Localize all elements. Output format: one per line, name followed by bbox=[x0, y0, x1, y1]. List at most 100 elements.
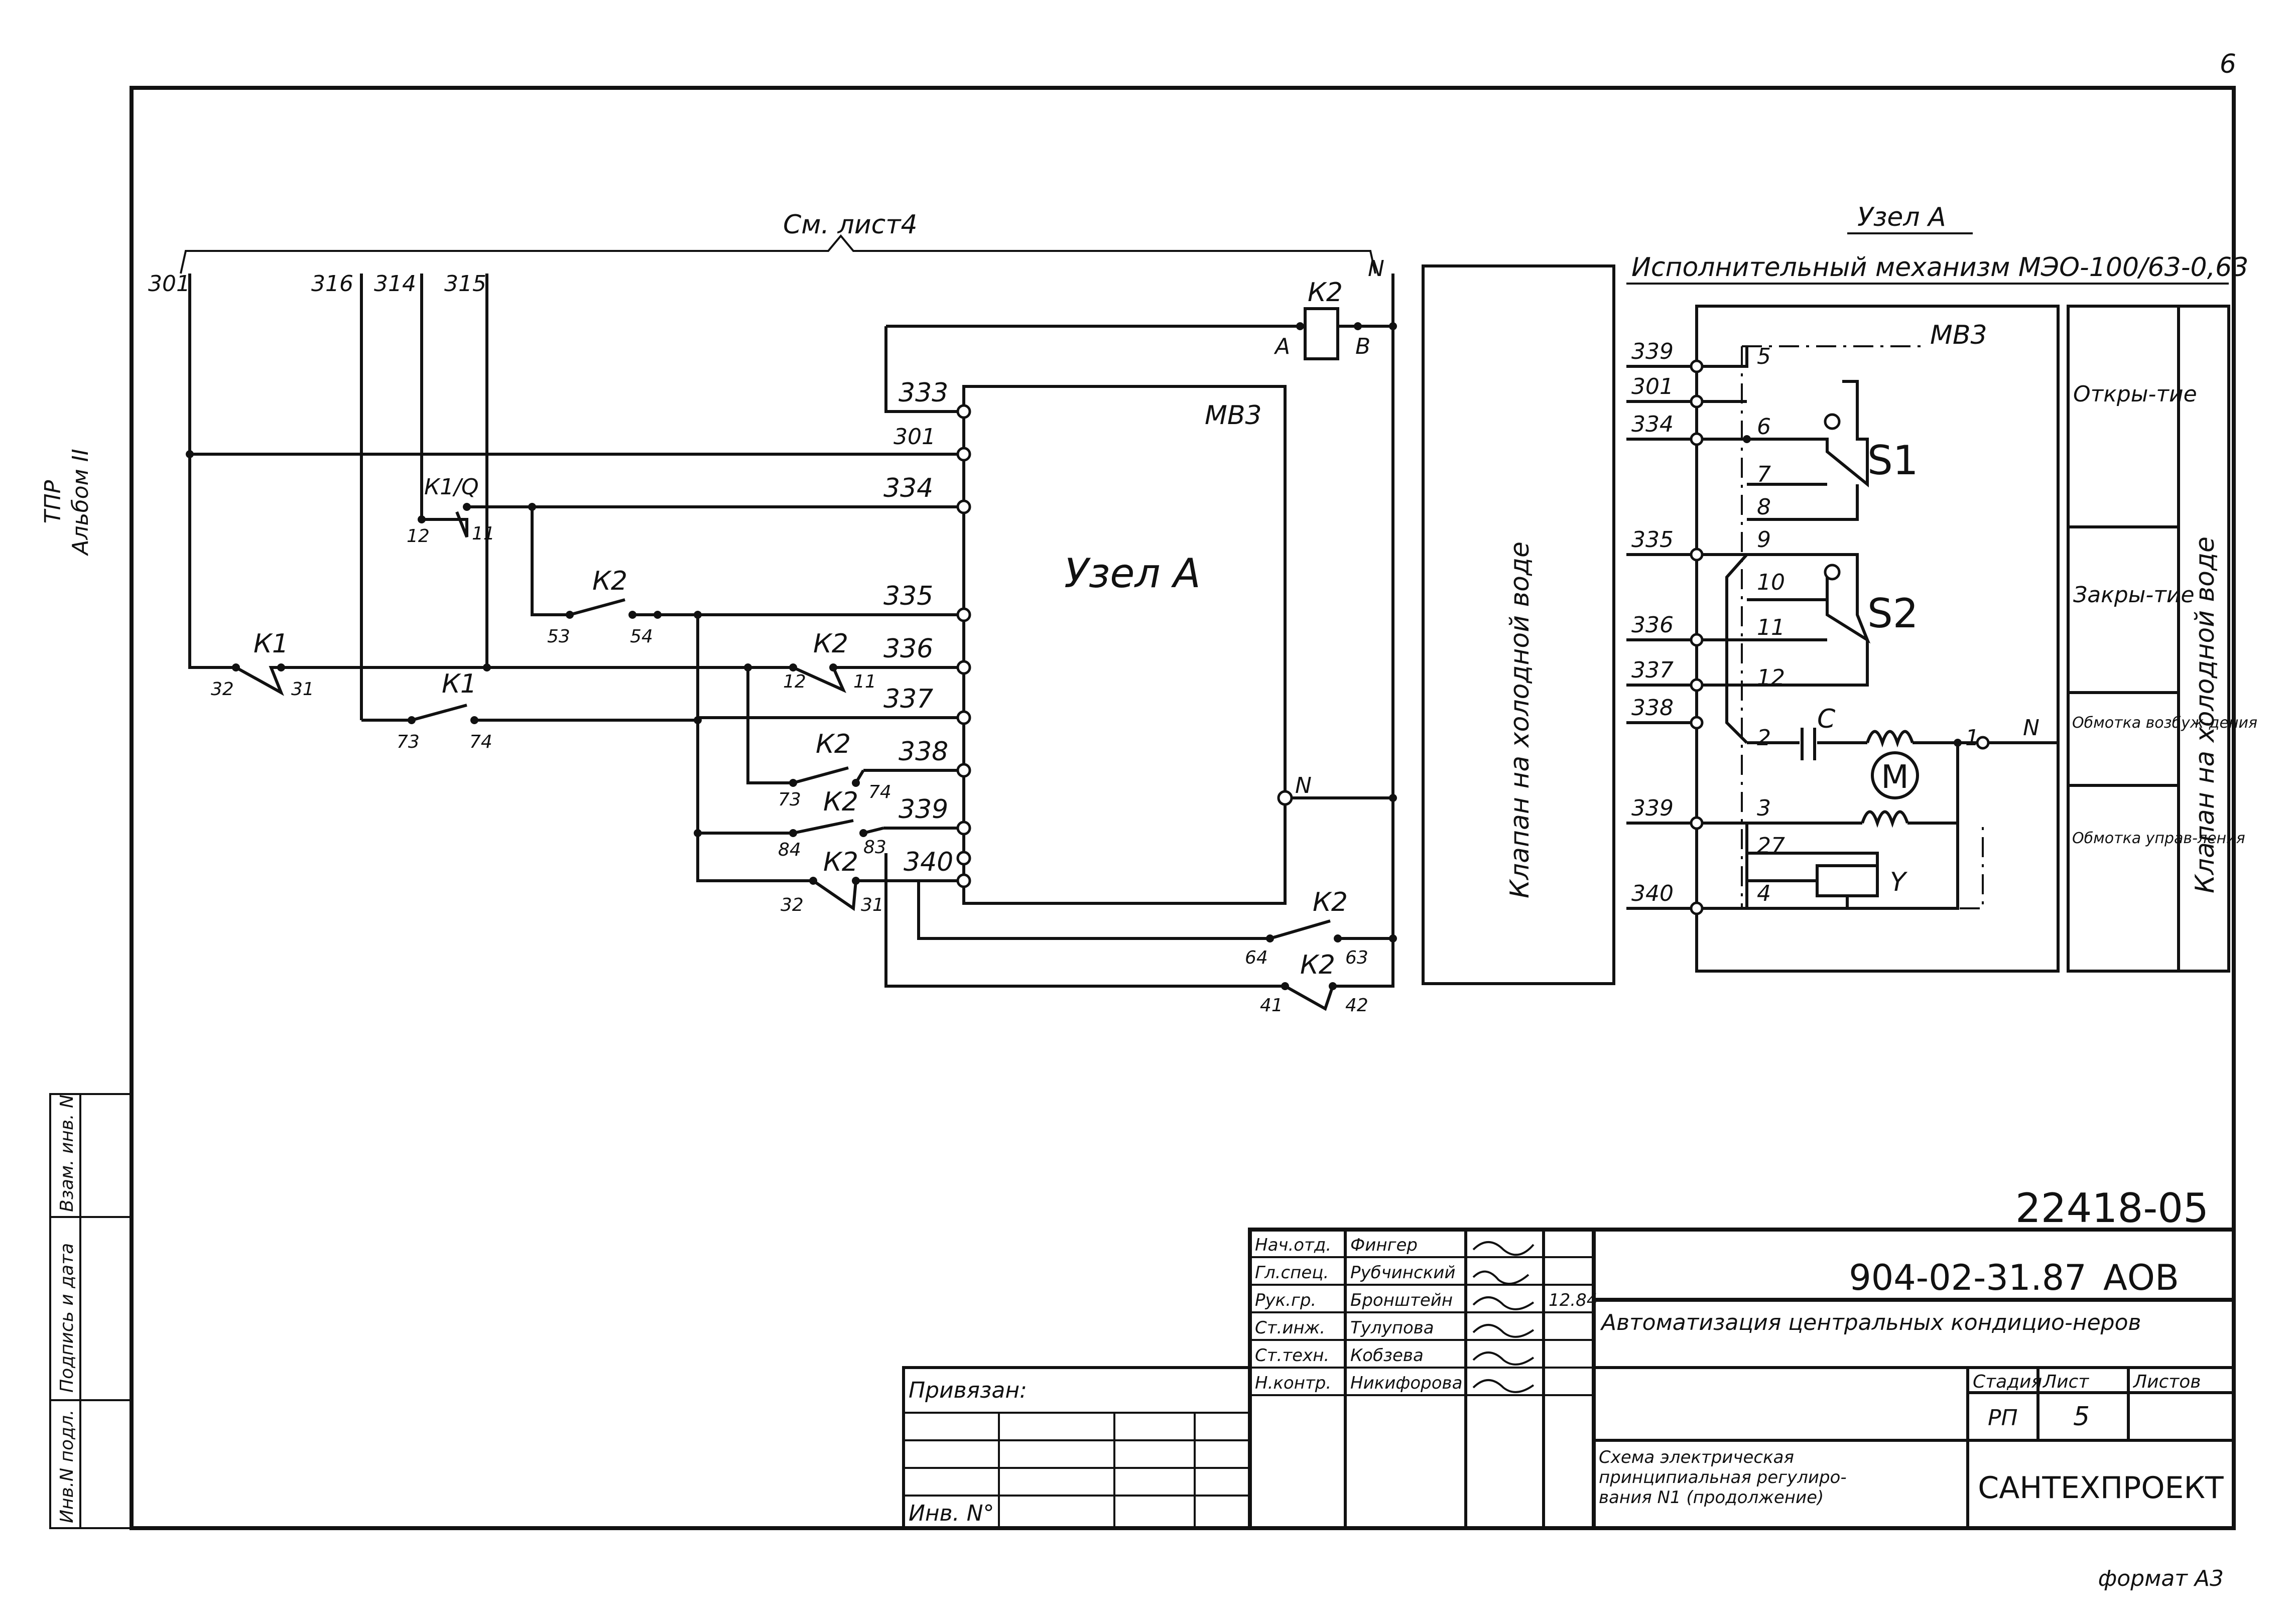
wire-301: 301 bbox=[894, 424, 936, 450]
svg-text:339: 339 bbox=[1631, 339, 1674, 364]
block-mv3-code: МВ3 bbox=[1205, 400, 1262, 431]
title-project: Автоматизация центральных кондицио-неров bbox=[1600, 1310, 2141, 1335]
svg-text:335: 335 bbox=[1631, 527, 1674, 553]
svg-text:63: 63 bbox=[1345, 948, 1368, 968]
block-mv3-title: Узел А bbox=[1064, 550, 1201, 597]
svg-text:41: 41 bbox=[1260, 995, 1283, 1016]
svg-text:32: 32 bbox=[211, 679, 234, 700]
switch-s1-label: S1 bbox=[1867, 437, 1919, 484]
node-a-neutral: N bbox=[2023, 715, 2040, 741]
wire-340: 340 bbox=[904, 847, 953, 877]
sheets-header: Листов bbox=[2132, 1372, 2201, 1392]
svg-text:54: 54 bbox=[630, 626, 653, 647]
motor-symbol bbox=[1871, 751, 1919, 799]
contact-k2-12-11: К2 12 11 bbox=[744, 629, 876, 693]
coil-y bbox=[1816, 864, 1879, 897]
svg-text:1: 1 bbox=[1965, 725, 1979, 751]
relay-k2-pin-a: А bbox=[1273, 334, 1290, 359]
node-a-title: Узел А bbox=[1857, 202, 1946, 232]
svg-text:42: 42 bbox=[1345, 995, 1368, 1016]
contact-k1q-label: К1/Q bbox=[424, 474, 479, 500]
node-a-code: МВ3 bbox=[1930, 320, 1987, 350]
wire-335: 335 bbox=[883, 581, 933, 611]
svg-text:К2: К2 bbox=[823, 787, 858, 817]
svg-text:337: 337 bbox=[1631, 657, 1674, 683]
svg-text:12: 12 bbox=[1757, 665, 1785, 691]
function-table: Откры-тие Закры-тие Обмотка возбуж-дения… bbox=[2067, 305, 2257, 973]
relay-k2-coil bbox=[1304, 307, 1339, 360]
wire-334: 334 bbox=[883, 473, 933, 503]
motor-winding bbox=[1866, 730, 1914, 748]
relay-k2-label: К2 bbox=[1308, 278, 1343, 308]
wire-label-301: 301 bbox=[148, 271, 190, 297]
page-number: 6 bbox=[2220, 49, 2236, 79]
drawing-title-1: Схема электрическая bbox=[1599, 1447, 1794, 1467]
approval-date: 12.84 bbox=[1549, 1290, 1597, 1310]
wire-label-315: 315 bbox=[444, 271, 486, 297]
svg-text:К1: К1 bbox=[442, 669, 477, 699]
wire-label-314: 314 bbox=[374, 271, 416, 297]
svg-text:Кобзева: Кобзева bbox=[1350, 1345, 1424, 1366]
svg-text:336: 336 bbox=[1631, 612, 1674, 638]
svg-text:К2: К2 bbox=[823, 847, 858, 877]
switch-s2-label: S2 bbox=[1867, 590, 1919, 637]
svg-text:12: 12 bbox=[407, 526, 430, 547]
contact-k2-32-31: К2 32 31 bbox=[696, 833, 884, 915]
wire-336: 336 bbox=[883, 634, 933, 664]
coil-y-label: Y bbox=[1890, 867, 1908, 897]
strip-signature: Подпись и дата bbox=[57, 1243, 77, 1393]
svg-text:12: 12 bbox=[783, 671, 806, 692]
node-a-internal: 5 6 7 8 9 10 11 12 2 3 27 4 1 S1 S2 bbox=[1702, 344, 2058, 910]
title-code: 904-02-31.87 bbox=[1849, 1257, 2087, 1298]
contact-k2-73-74: К2 73 74 bbox=[746, 667, 891, 810]
svg-text:9: 9 bbox=[1757, 527, 1771, 553]
function-close: Закры-тие bbox=[2073, 582, 2195, 608]
title-block: 22418-05 904-02-31.87 АОВ Автоматизация … bbox=[902, 1185, 2236, 1530]
wire-label-316: 316 bbox=[311, 271, 353, 297]
staff-rows: Нач.отд. Фингер Гл.спец. Рубчинский Рук.… bbox=[1250, 1235, 1597, 1396]
wire-339: 339 bbox=[899, 794, 948, 825]
inv-label: Инв. N° bbox=[909, 1501, 994, 1526]
sheet-value: 5 bbox=[2073, 1402, 2090, 1432]
contact-k2-64-63: К2 64 63 bbox=[917, 881, 1397, 968]
stage-header: Стадия bbox=[1973, 1372, 2042, 1392]
wire-333: 333 bbox=[899, 378, 948, 408]
drawing-title-3: вания N1 (продолжение) bbox=[1599, 1487, 1824, 1508]
svg-text:Ст.инж.: Ст.инж. bbox=[1255, 1318, 1325, 1338]
svg-text:74: 74 bbox=[868, 782, 891, 802]
block-terminals: 333 301 334 335 336 337 338 339 bbox=[186, 326, 971, 888]
svg-text:5: 5 bbox=[1757, 344, 1771, 369]
svg-text:11: 11 bbox=[1757, 615, 1785, 640]
node-a-subtitle: Исполнительный механизм МЭО-100/63-0,63 bbox=[1631, 252, 2248, 283]
svg-text:Рук.гр.: Рук.гр. bbox=[1255, 1290, 1316, 1310]
svg-text:Ст.техн.: Ст.техн. bbox=[1255, 1345, 1329, 1366]
block-mv3 bbox=[962, 385, 1287, 905]
contact-k1-32-31: К1 32 31 bbox=[188, 454, 748, 700]
contact-k1q: К1/Q 12 11 bbox=[407, 474, 536, 547]
svg-text:Никифорова: Никифорова bbox=[1350, 1373, 1462, 1393]
svg-text:Гл.спец.: Гл.спец. bbox=[1255, 1263, 1329, 1283]
contact-k2-84-83: К2 84 83 bbox=[694, 787, 886, 860]
drawing-title-2: принципиальная регулиро- bbox=[1599, 1467, 1847, 1487]
svg-text:К2: К2 bbox=[813, 629, 848, 659]
reference-brace bbox=[180, 234, 1376, 274]
valve-box bbox=[1422, 264, 1615, 985]
svg-text:339: 339 bbox=[1631, 795, 1674, 821]
svg-text:31: 31 bbox=[861, 895, 884, 915]
sheet-header: Лист bbox=[2042, 1372, 2089, 1392]
svg-text:Рубчинский: Рубчинский bbox=[1350, 1263, 1455, 1283]
svg-text:3: 3 bbox=[1757, 795, 1771, 821]
wire-338: 338 bbox=[899, 737, 948, 767]
svg-text:К2: К2 bbox=[816, 729, 851, 759]
bound-label: Привязан: bbox=[909, 1378, 1027, 1403]
svg-text:27: 27 bbox=[1757, 833, 1785, 859]
doc-number: 22418-05 bbox=[2015, 1185, 2209, 1232]
svg-text:53: 53 bbox=[547, 626, 570, 647]
stage-value: РП bbox=[1988, 1405, 2018, 1431]
paper-format: формат А3 bbox=[2098, 1566, 2224, 1591]
svg-text:10: 10 bbox=[1757, 570, 1785, 595]
svg-text:4: 4 bbox=[1757, 881, 1771, 906]
svg-text:К2: К2 bbox=[1300, 950, 1335, 980]
svg-text:334: 334 bbox=[1631, 412, 1674, 437]
svg-text:338: 338 bbox=[1631, 695, 1674, 721]
